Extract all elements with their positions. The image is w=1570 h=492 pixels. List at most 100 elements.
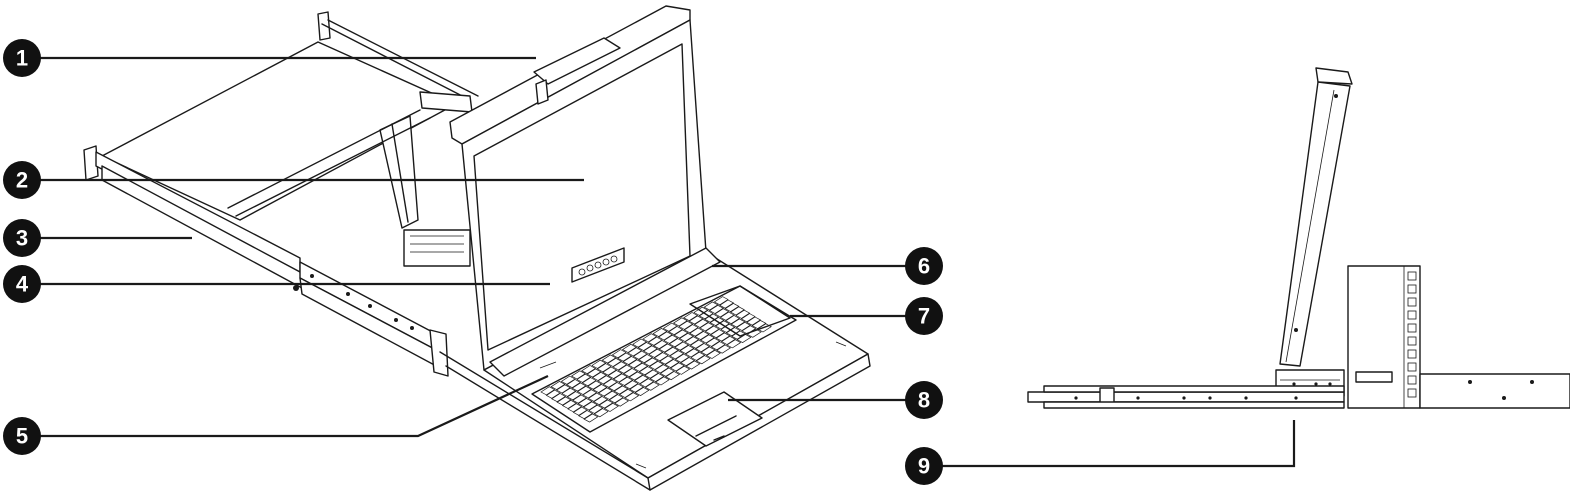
keyboard-key [550, 380, 566, 391]
keyboard-key [592, 383, 608, 394]
callout-8: 8 [905, 381, 943, 419]
callout-badge-5 [3, 417, 41, 455]
keyboard-key [647, 336, 663, 346]
keyboard-key [730, 318, 746, 328]
keyboard-key [621, 343, 637, 353]
keyboard-key [663, 346, 679, 356]
callout-number-4: 4 [16, 272, 29, 297]
keyboard-key [695, 355, 711, 365]
keyboard-key [713, 296, 729, 306]
keyboard-key [638, 366, 654, 376]
keyboard-key [679, 344, 695, 355]
callout-number-3: 3 [16, 226, 28, 251]
callout-badge-7 [905, 297, 943, 335]
rack-hole [1407, 336, 1417, 346]
keyboard-key [572, 394, 588, 404]
keyboard-key [601, 354, 617, 364]
keyboard-key [678, 332, 694, 342]
keyboard-key [684, 348, 700, 358]
keyboard-key [746, 316, 762, 326]
callout-7: 7 [905, 297, 943, 335]
callout-number-1: 1 [16, 46, 28, 71]
keyboard-key [690, 351, 706, 361]
keyboard-key [617, 352, 633, 362]
keyboard-key [597, 387, 613, 397]
keyboard-key [668, 326, 684, 336]
keyboard-key [634, 386, 650, 397]
keyboard-key [638, 354, 654, 364]
keyboard-key [551, 393, 567, 403]
keyboard-key [612, 361, 628, 371]
keyboard-key [643, 357, 659, 367]
keyboard-key [716, 344, 732, 354]
callout-6: 6 [905, 247, 943, 285]
keyboard-key [603, 402, 619, 412]
keyboard-key [726, 339, 742, 349]
keyboard-key [566, 391, 582, 401]
keyboard-key [608, 382, 624, 392]
keyboard-key [644, 369, 660, 379]
keyboard-key [704, 325, 720, 335]
callout-number-9: 9 [918, 454, 930, 479]
keyboard-key [629, 383, 645, 393]
keyboard-key [578, 410, 594, 420]
keyboard-key [566, 379, 582, 389]
keyboard-key [719, 299, 735, 309]
keyboard-key [672, 317, 688, 327]
keyboard-key [561, 387, 577, 397]
keyboard-key [648, 360, 664, 370]
keyboard-key [694, 330, 710, 341]
keyboard-key [618, 388, 634, 398]
callout-9: 9 [905, 447, 943, 485]
keyboard-key [581, 377, 597, 387]
callout-number-5: 5 [16, 424, 28, 449]
keyboard-key [710, 329, 726, 339]
keyboard-key [623, 368, 639, 378]
keyboard-key [581, 365, 597, 375]
keyboard-key [597, 375, 613, 385]
keyboard-key [602, 378, 618, 388]
keyboard-key [654, 376, 670, 386]
keyboard-key [586, 368, 602, 378]
keyboard-key [637, 341, 653, 352]
keyboard-key [708, 304, 724, 314]
keyboard-key [653, 352, 669, 362]
keyboard-key [693, 318, 709, 328]
side-view-illustration [1027, 67, 1570, 409]
keyboard-key [555, 384, 571, 394]
keyboard-key [567, 403, 583, 413]
kvm-drawer-illustration [83, 5, 871, 491]
keyboard-key [652, 327, 668, 338]
keyboard-key [591, 371, 607, 381]
keyboard-key [674, 341, 690, 351]
callout-2: 2 [3, 161, 41, 199]
callout-badge-4 [3, 265, 41, 303]
keyboard-key [683, 312, 699, 322]
callout-badge-1 [3, 39, 41, 77]
keyboard-key [664, 358, 680, 369]
keyboard-key [540, 386, 556, 396]
keyboard-key [588, 404, 604, 414]
keyboard-key [662, 322, 678, 332]
keyboard-key [639, 378, 655, 388]
rack-hole [1407, 297, 1417, 307]
keyboard-key [669, 362, 685, 372]
keyboard-key [632, 350, 648, 360]
callout-badge-2 [3, 161, 41, 199]
keyboard-key [602, 366, 618, 376]
keyboard-key [582, 389, 598, 399]
callout-3: 3 [3, 219, 41, 257]
rack-hole [1407, 284, 1417, 294]
keyboard-key [606, 357, 622, 367]
keyboard-key [587, 392, 603, 402]
keyboard-key [583, 413, 599, 423]
keyboard-key [649, 372, 665, 383]
keyboard-key [614, 397, 630, 407]
keyboard-key [593, 408, 609, 418]
keyboard-key [556, 396, 572, 406]
keyboard-key [613, 385, 629, 395]
rack-hole [1407, 349, 1417, 359]
callout-4: 4 [3, 265, 41, 303]
keyboard-key [688, 315, 704, 325]
rack-hole [1407, 388, 1417, 398]
